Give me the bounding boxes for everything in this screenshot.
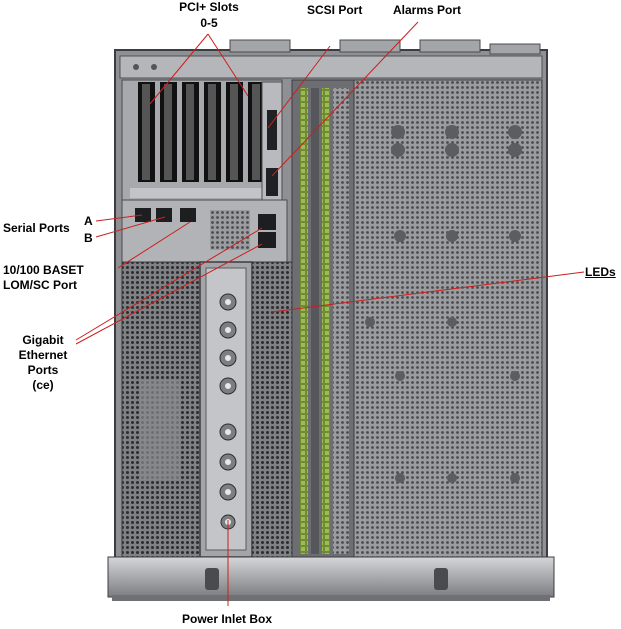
gigabit-label-line1: Gigabit xyxy=(22,333,64,347)
lom-label-line2: LOM/SC Port xyxy=(3,278,77,292)
leader-alarms xyxy=(271,21,419,177)
alarms-port-label: Alarms Port xyxy=(393,3,462,17)
left-lower-bracket xyxy=(140,380,180,480)
serial-b-label: B xyxy=(84,231,93,245)
leader-pci-left xyxy=(149,33,209,105)
center-mesh-column xyxy=(251,261,293,558)
gigabit-label-line4: (ce) xyxy=(32,378,54,392)
leader-gigabit-2 xyxy=(75,243,263,345)
gigabit-label-line2: Ethernet xyxy=(18,348,68,362)
fan-grille xyxy=(353,79,543,561)
callout-leaders xyxy=(75,21,585,606)
leader-lom xyxy=(117,221,191,269)
lom-label-line1: 10/100 BASET xyxy=(3,263,84,277)
io-panel xyxy=(121,199,288,263)
led-strip xyxy=(291,79,355,561)
power-inlet-label: Power Inlet Box xyxy=(182,612,273,626)
pci-slots-label: PCI+ Slots xyxy=(179,0,239,14)
leds-label: LEDs xyxy=(585,265,616,279)
serial-a-label: A xyxy=(84,214,93,228)
scsi-alarms-module xyxy=(261,81,283,203)
leader-gigabit-1 xyxy=(75,227,263,341)
power-inlet-module xyxy=(199,261,253,558)
scsi-port-label: SCSI Port xyxy=(307,3,363,17)
pci-slots-range-label: 0-5 xyxy=(200,16,218,30)
leader-scsi xyxy=(267,45,331,129)
pci-slot-bay xyxy=(121,79,283,201)
leader-leds xyxy=(271,271,585,313)
leader-serial-b xyxy=(95,216,166,238)
bottom-rail xyxy=(107,556,555,601)
leader-serial-a xyxy=(95,214,143,222)
leader-pci-right xyxy=(207,33,249,97)
serial-ports-label: Serial Ports xyxy=(3,221,70,235)
gigabit-label-line3: Ports xyxy=(27,363,59,377)
